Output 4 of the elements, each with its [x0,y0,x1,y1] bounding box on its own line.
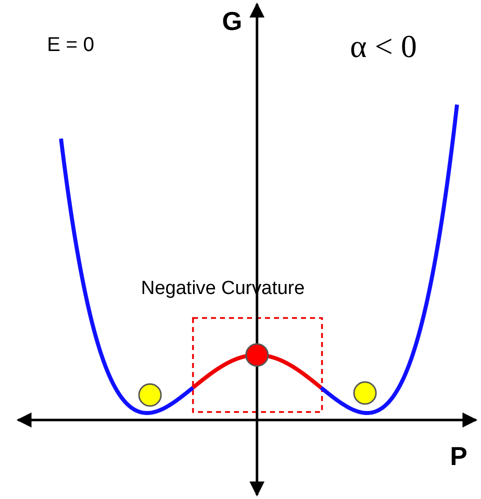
axis-label: P [450,443,468,469]
condition-label: E = 0 [47,35,94,55]
condition-label: α < 0 [350,30,417,62]
axis-label: G [222,8,242,34]
